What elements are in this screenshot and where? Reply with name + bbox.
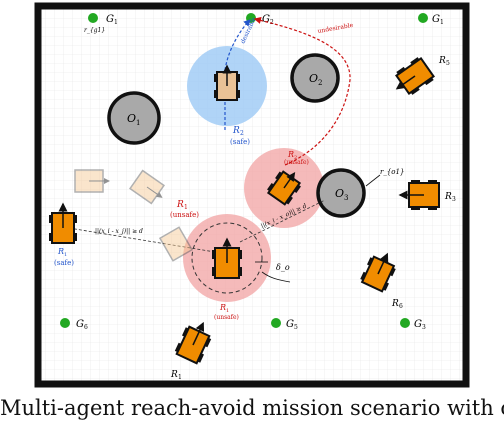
obstacle-label: O xyxy=(309,72,318,85)
robot-r3 xyxy=(398,180,440,210)
robot-r1-label: R 1 (safe) xyxy=(54,247,74,267)
svg-text:(unsafe): (unsafe) xyxy=(170,211,199,219)
goal-sub: 1 xyxy=(114,19,118,26)
goal-label: G xyxy=(106,14,114,25)
robot-r1-bottom-label: R 1 xyxy=(170,370,182,381)
obstacle-distance-line xyxy=(239,199,326,243)
undesirable-path xyxy=(253,16,351,166)
svg-text:3: 3 xyxy=(452,196,456,203)
svg-text:R: R xyxy=(287,150,294,159)
obstacle-sub: 1 xyxy=(136,119,140,127)
goal-sub: 5 xyxy=(294,324,298,331)
obstacle-o3: O 3 xyxy=(316,168,366,218)
obstacle-label: O xyxy=(335,187,344,200)
goal-label: G xyxy=(414,319,422,330)
robot-r1-current xyxy=(212,237,242,279)
robot-r2-current xyxy=(266,170,302,206)
obstacle-radius-label: r_{o1} xyxy=(380,168,404,176)
svg-text:(safe): (safe) xyxy=(54,259,74,267)
goal-sub: 2 xyxy=(270,19,274,26)
robot-ghost-1 xyxy=(74,169,110,193)
goal-g1-right: G 1 xyxy=(418,13,444,26)
svg-text:1: 1 xyxy=(178,374,182,381)
safety-radius xyxy=(191,222,263,294)
robot-r2 xyxy=(214,64,240,101)
robot-r1-bottom xyxy=(174,321,212,365)
robot-r6 xyxy=(360,252,396,293)
robot-r1-current-label: R 1 (unsafe) xyxy=(214,303,239,321)
goal-sub: 6 xyxy=(84,324,88,331)
robot-ghost-label: R 1 (unsafe) xyxy=(170,200,199,219)
svg-text:5: 5 xyxy=(446,60,450,67)
obstacle-label: O xyxy=(127,112,136,125)
svg-text:2: 2 xyxy=(240,130,244,137)
svg-text:1: 1 xyxy=(184,204,188,211)
svg-text:R: R xyxy=(438,56,446,66)
svg-text:R: R xyxy=(57,247,64,256)
obstacle-o1: O 1 xyxy=(107,91,161,145)
delta-pointer xyxy=(261,271,291,283)
goal-g1: G 1 xyxy=(88,13,118,26)
svg-text:2: 2 xyxy=(294,155,297,161)
obstacle-o2: O 2 xyxy=(290,53,340,103)
goal-label: G xyxy=(76,319,84,330)
robot-r6-label: R 6 xyxy=(391,299,403,310)
goal-radius-label: r_{g1} xyxy=(84,27,105,34)
figure-caption: Multi-agent reach-avoid mission scenario… xyxy=(0,396,504,420)
goal-label: G xyxy=(432,14,440,25)
robot-ghost-3 xyxy=(158,226,194,262)
obstacle-radius-pointer xyxy=(365,174,381,187)
delta-label: δ_o xyxy=(276,263,290,272)
svg-text:R: R xyxy=(219,303,226,312)
svg-text:6: 6 xyxy=(399,303,403,310)
robot-r5-label: R 5 xyxy=(438,56,450,67)
goal-label: G xyxy=(262,14,270,25)
obstacle-sub: 2 xyxy=(318,79,322,87)
robot-ghost-2 xyxy=(128,169,166,205)
goal-sub: 1 xyxy=(440,19,444,26)
svg-text:(unsafe): (unsafe) xyxy=(214,314,239,321)
robot-r2-current-label: R 2 (unsafe) xyxy=(284,150,309,166)
robot-r3-label: R 3 xyxy=(444,192,456,203)
svg-text:1: 1 xyxy=(226,308,229,314)
svg-text:R: R xyxy=(232,126,240,136)
svg-text:R: R xyxy=(176,200,184,210)
goal-g5: G 5 xyxy=(271,318,298,331)
svg-text:R: R xyxy=(170,370,178,380)
goal-label: G xyxy=(286,319,294,330)
goal-sub: 3 xyxy=(422,324,426,331)
robot-r2-label: R 2 (safe) xyxy=(230,126,250,146)
goal-g3: G 3 xyxy=(400,318,426,331)
obstacle-sub: 3 xyxy=(344,194,348,202)
svg-text:(safe): (safe) xyxy=(230,138,250,146)
distance-constraint-label: ||(x_i - x_j)|| ≥ d xyxy=(95,228,143,235)
robot-r5 xyxy=(395,56,435,96)
svg-text:(unsafe): (unsafe) xyxy=(284,159,309,166)
goal-g6: G 6 xyxy=(60,318,88,331)
svg-text:R: R xyxy=(391,299,399,309)
robot-r1 xyxy=(49,202,77,244)
svg-text:1: 1 xyxy=(64,252,67,258)
svg-text:R: R xyxy=(444,192,452,202)
